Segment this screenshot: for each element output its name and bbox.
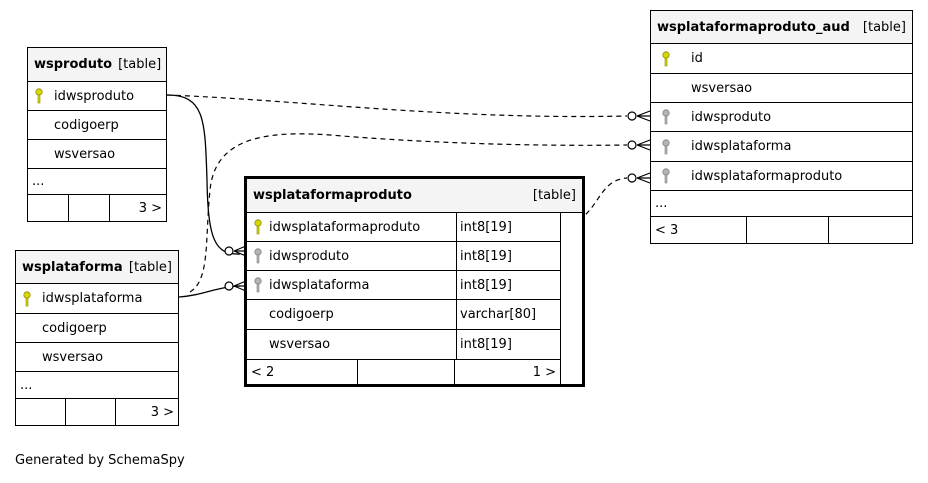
- link-crowfoot: [636, 139, 651, 151]
- foreign-key-icon: [651, 168, 681, 184]
- column-name: idwsproduto: [54, 88, 135, 104]
- foreign-key-icon: [247, 248, 269, 264]
- column-name: codigoerp: [54, 117, 119, 133]
- columns-spacer: [561, 213, 582, 360]
- table-footer: 3 >: [28, 195, 166, 221]
- parents-count[interactable]: < 3: [651, 217, 747, 243]
- table-body: idwsplataformaproduto int8[19] idwsprodu…: [247, 213, 582, 360]
- column-name: wsversao: [691, 80, 753, 96]
- table-footer: < 2 1 >: [247, 360, 582, 384]
- column-row[interactable]: idwsproduto int8[19]: [247, 242, 560, 271]
- column-name: wsversao: [42, 349, 104, 365]
- link-wsproduto-to-aud: [166, 94, 628, 118]
- footer-cell: [829, 217, 912, 243]
- table-name: wsplataforma: [22, 259, 123, 275]
- link-wsplataforma-to-aud: [189, 133, 628, 293]
- column-name: codigoerp: [42, 320, 107, 336]
- table-kind: [table]: [862, 19, 906, 35]
- table-name: wsplataformaproduto: [253, 188, 412, 203]
- table-footer: < 3: [651, 217, 912, 243]
- table-kind: [table]: [532, 188, 576, 203]
- column-name: wsversao: [269, 337, 331, 352]
- column-row[interactable]: idwsplataformaproduto: [651, 162, 912, 191]
- children-count[interactable]: 1 >: [455, 360, 561, 384]
- column-row[interactable]: wsversao: [28, 140, 166, 169]
- link-end-circle: [224, 246, 234, 256]
- column-name: idwsproduto: [691, 109, 772, 125]
- column-row[interactable]: id: [651, 44, 912, 74]
- footer-cell: [747, 217, 829, 243]
- table-header: wsproduto [table]: [28, 48, 166, 82]
- column-type: int8[19]: [460, 248, 512, 264]
- column-type: int8[19]: [460, 337, 512, 352]
- column-name: idwsplataforma: [269, 277, 370, 293]
- table-footer: 3 >: [16, 399, 178, 425]
- table-wsplataforma[interactable]: wsplataforma [table] idwsplataforma codi…: [15, 250, 179, 426]
- table-header: wsplataformaproduto_aud [table]: [651, 11, 912, 44]
- table-name: wsproduto: [34, 57, 113, 72]
- column-name: idwsplataformaproduto: [269, 219, 421, 235]
- parents-count[interactable]: < 2: [247, 360, 358, 384]
- column-name: idwsplataforma: [691, 139, 792, 154]
- column-type: varchar[80]: [460, 307, 537, 322]
- table-wsproduto[interactable]: wsproduto [table] idwsproduto codigoerp …: [27, 47, 167, 222]
- children-count[interactable]: 3 >: [138, 200, 162, 216]
- table-wsplataformaproduto[interactable]: wsplataformaproduto [table] idwsplatafor…: [244, 176, 585, 387]
- column-name: idwsplataformaproduto: [691, 168, 843, 184]
- table-wsplataformaproduto_aud[interactable]: wsplataformaproduto_aud [table] id wsver…: [650, 10, 913, 244]
- foreign-key-icon: [651, 109, 681, 125]
- footer-cell: [69, 195, 110, 221]
- link-crowfoot: [636, 172, 651, 184]
- table-name: wsplataformaproduto_aud: [657, 19, 850, 35]
- column-name: idwsplataforma: [42, 291, 143, 306]
- column-type: int8[19]: [460, 219, 512, 235]
- column-row[interactable]: idwsproduto: [28, 82, 166, 111]
- column-name: wsversao: [54, 146, 116, 162]
- table-kind: [table]: [128, 259, 172, 275]
- table-header: wsplataforma [table]: [16, 251, 178, 284]
- column-row[interactable]: idwsplataforma: [16, 284, 178, 314]
- primary-key-icon: [16, 290, 38, 307]
- footer-cell: [66, 399, 116, 425]
- column-row[interactable]: codigoerp varchar[80]: [247, 300, 560, 330]
- table-header: wsplataformaproduto [table]: [247, 179, 582, 213]
- link-end-circle: [224, 281, 234, 291]
- foreign-key-icon: [651, 138, 681, 155]
- link-end-circle: [627, 111, 637, 121]
- footer-cell: [358, 360, 455, 384]
- column-row[interactable]: idwsplataforma: [651, 132, 912, 162]
- link-end-circle: [627, 173, 637, 183]
- primary-key-icon: [247, 219, 269, 235]
- table-kind: [table]: [118, 57, 162, 72]
- primary-key-icon: [651, 50, 681, 67]
- column-type: int8[19]: [460, 277, 512, 293]
- column-name: id: [691, 51, 703, 66]
- footer-cell: [28, 195, 69, 221]
- column-row[interactable]: wsversao: [16, 343, 178, 372]
- columns-area: idwsplataformaproduto int8[19] idwsprodu…: [247, 213, 561, 360]
- column-row[interactable]: codigoerp: [28, 111, 166, 140]
- column-row[interactable]: idwsplataformaproduto int8[19]: [247, 213, 560, 242]
- link-end-circle: [627, 140, 637, 150]
- column-row[interactable]: idwsplataforma int8[19]: [247, 271, 560, 300]
- link-crowfoot: [636, 110, 651, 122]
- more-columns: ...: [28, 169, 166, 195]
- column-row[interactable]: codigoerp: [16, 314, 178, 343]
- footer-cell: [16, 399, 66, 425]
- link-wsproduto-to-wsplataformaproduto: [166, 94, 241, 255]
- foreign-key-icon: [247, 277, 269, 293]
- primary-key-icon: [28, 88, 50, 104]
- column-row[interactable]: idwsproduto: [651, 103, 912, 132]
- column-row[interactable]: wsversao: [651, 74, 912, 103]
- generated-by-caption: Generated by SchemaSpy: [15, 453, 185, 468]
- children-count[interactable]: 3 >: [150, 404, 174, 420]
- footer-spacer: [561, 360, 582, 384]
- column-name: idwsproduto: [269, 248, 350, 264]
- column-row[interactable]: wsversao int8[19]: [247, 330, 560, 360]
- more-columns: ...: [651, 191, 912, 217]
- more-columns: ...: [16, 372, 178, 399]
- column-name: codigoerp: [269, 307, 334, 322]
